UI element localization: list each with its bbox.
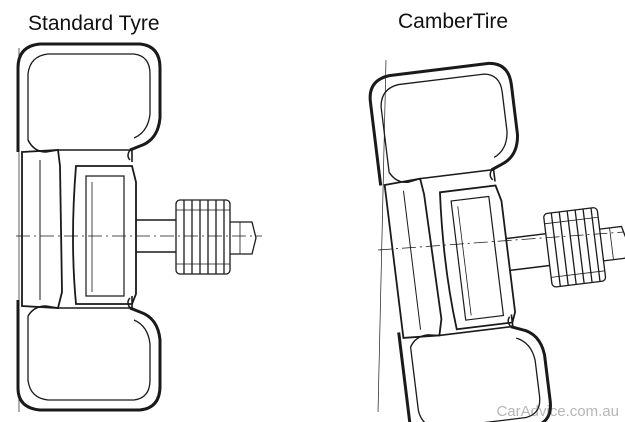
standard-tyre-title: Standard Tyre bbox=[28, 12, 160, 35]
camber-vertical-axis bbox=[377, 59, 387, 413]
cambertire-diagram bbox=[366, 47, 625, 422]
site-watermark: CarAdvice.com.au bbox=[496, 403, 619, 420]
standard-tyre-diagram bbox=[16, 42, 262, 412]
cambertire-title: CamberTire bbox=[398, 10, 509, 33]
camber-centerline bbox=[377, 231, 625, 251]
